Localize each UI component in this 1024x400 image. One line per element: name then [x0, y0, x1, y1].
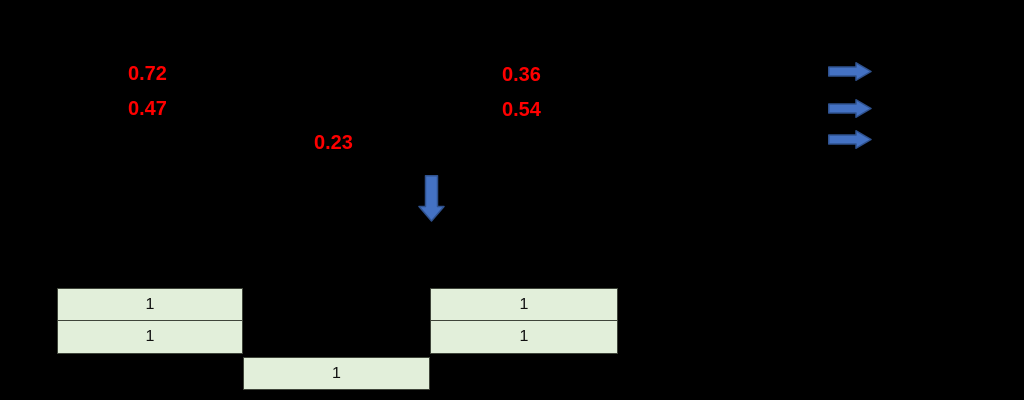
probability-label: 0.36	[502, 64, 541, 86]
table-cell: 1	[430, 288, 618, 321]
probability-label: 0.23	[314, 132, 353, 154]
right-arrow-icon	[828, 99, 872, 118]
probability-label: 0.54	[502, 99, 541, 121]
table-cell: 1	[430, 320, 618, 354]
table-cell: 1	[243, 357, 430, 390]
probability-label: 0.47	[128, 98, 167, 120]
down-arrow-icon	[418, 175, 445, 222]
table-cell: 1	[57, 288, 243, 321]
right-arrow-icon	[828, 130, 872, 149]
probability-label: 0.72	[128, 63, 167, 85]
right-arrow-icon	[828, 62, 872, 81]
table-cell: 1	[57, 320, 243, 354]
